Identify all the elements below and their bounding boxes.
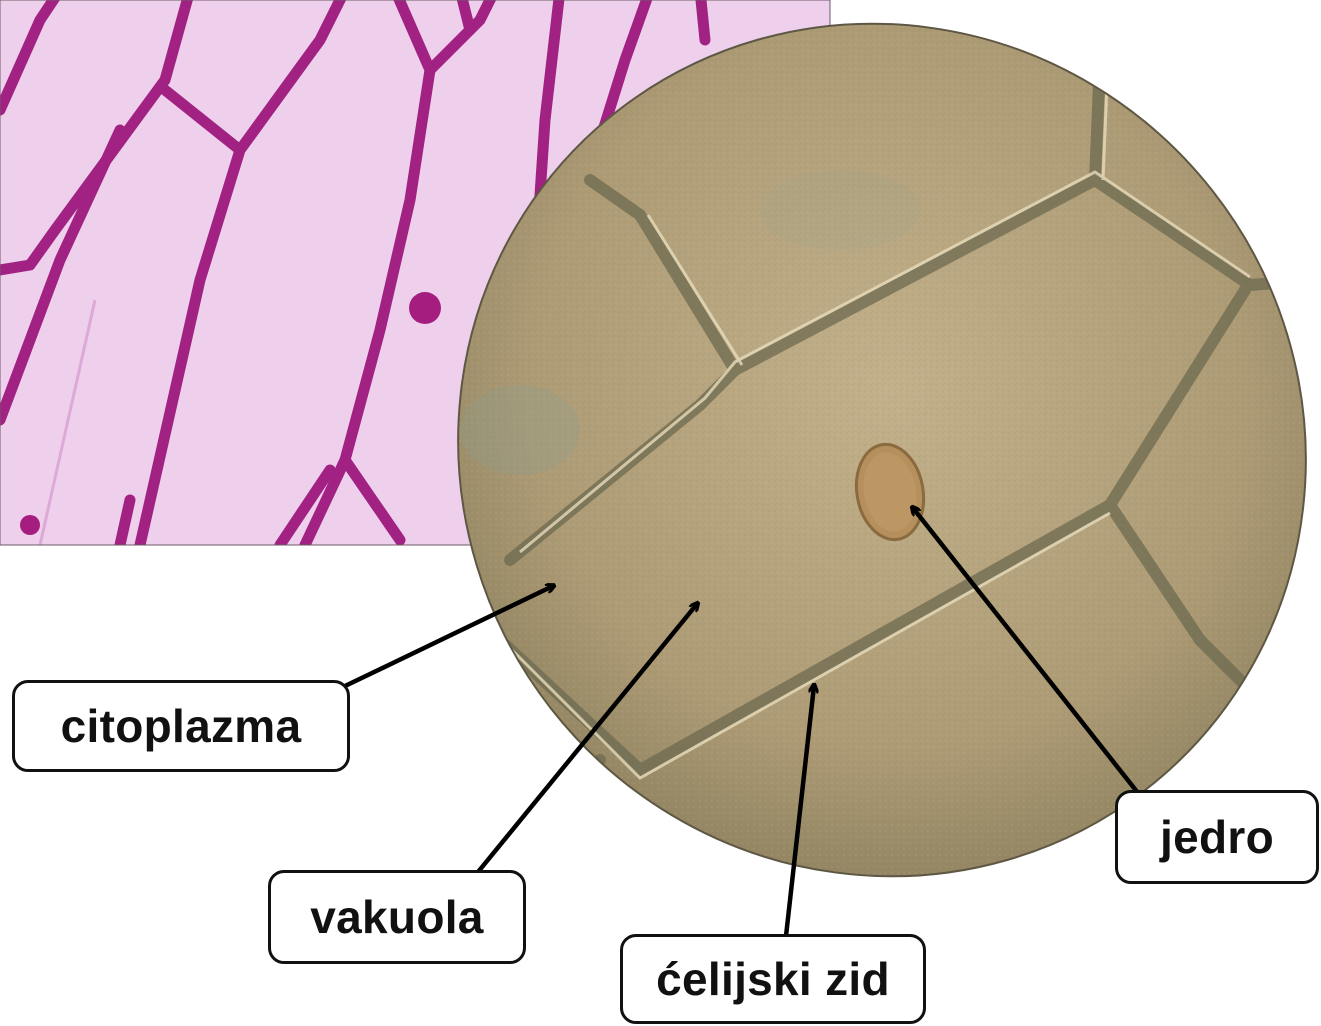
cytoplasm-label: citoplazma	[12, 680, 350, 772]
vacuole-label: vakuola	[268, 870, 526, 964]
nucleus-label: jedro	[1115, 790, 1319, 884]
cell-wall-label: ćelijski zid	[620, 934, 926, 1024]
